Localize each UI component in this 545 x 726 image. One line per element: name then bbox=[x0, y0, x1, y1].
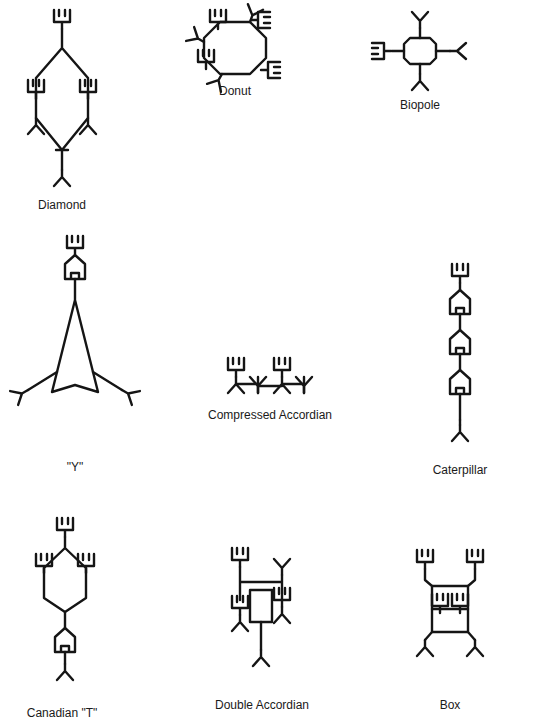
array-caption: Donut bbox=[219, 84, 251, 98]
diamond-array bbox=[28, 10, 96, 186]
array-caption: Compressed Accordian bbox=[208, 408, 332, 422]
array-caption: "Y" bbox=[67, 460, 84, 474]
caterpillar-array bbox=[450, 264, 470, 441]
array-caption: Biopole bbox=[400, 98, 440, 112]
array-caption: Box bbox=[440, 698, 461, 712]
compressed-accordion-array bbox=[228, 358, 312, 393]
box-array bbox=[417, 550, 483, 656]
y-array bbox=[10, 236, 140, 405]
array-caption: Double Accordian bbox=[215, 698, 309, 712]
array-caption: Diamond bbox=[38, 198, 86, 212]
donut-array bbox=[186, 4, 280, 92]
double-accordion-array bbox=[232, 548, 290, 666]
array-caption: Canadian "T" bbox=[27, 706, 98, 720]
biopole-array bbox=[372, 12, 466, 90]
array-caption: Caterpillar bbox=[433, 463, 488, 477]
canadian-t-array bbox=[36, 518, 94, 680]
